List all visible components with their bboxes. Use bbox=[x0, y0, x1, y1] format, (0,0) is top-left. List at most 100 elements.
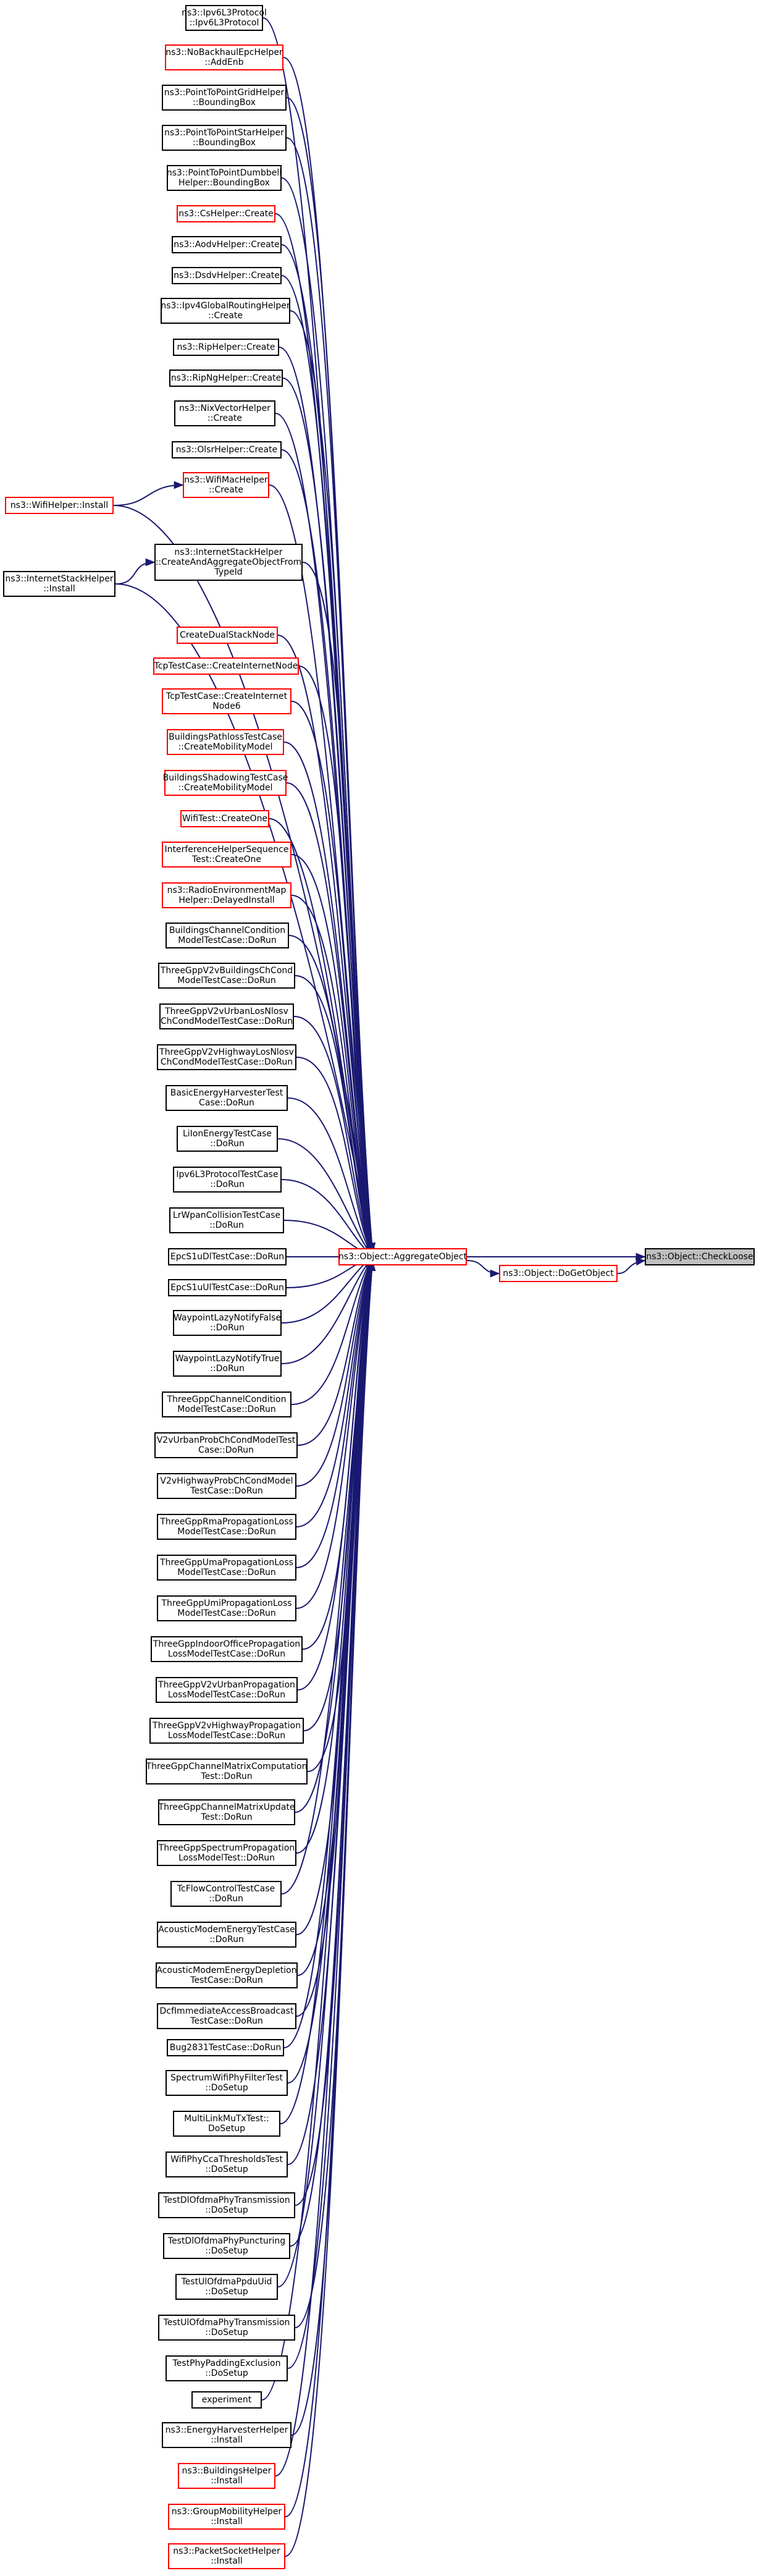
node-label-line: ModelTestCase::DoRun bbox=[177, 976, 276, 986]
node-label-line: EpcS1uUlTestCase::DoRun bbox=[170, 1283, 284, 1293]
edge-v2vurbanlos-to-aggregate bbox=[293, 1016, 373, 1256]
node-wplazytrue[interactable]: WaypointLazyNotifyTrue::DoRun bbox=[173, 1351, 282, 1377]
node-label-line: ThreeGppV2vHighwayLosNlosv bbox=[159, 1047, 294, 1057]
node-dlofdmatx[interactable]: TestDlOfdmaPhyTransmission::DoSetup bbox=[158, 2192, 295, 2218]
node-dsdv[interactable]: ns3::DsdvHelper::Create bbox=[172, 267, 282, 284]
node-label-line: ns3::WifiHelper::Install bbox=[10, 500, 109, 510]
node-label-line: WifiTest::CreateOne bbox=[182, 814, 268, 824]
node-aodv[interactable]: ns3::AodvHelper::Create bbox=[172, 236, 282, 253]
node-packetsocket[interactable]: ns3::PacketSocketHelper::Install bbox=[168, 2543, 285, 2569]
node-label-line: ns3::PacketSocketHelper bbox=[173, 2546, 280, 2556]
node-label-line: experiment bbox=[201, 2395, 252, 2405]
node-buildingshelper[interactable]: ns3::BuildingsHelper::Install bbox=[178, 2463, 275, 2489]
node-label-line: TcpTestCase::CreateInternet bbox=[166, 691, 288, 701]
node-internetstack-install[interactable]: ns3::InternetStackHelper::Install bbox=[3, 571, 115, 597]
node-bldpathloss[interactable]: BuildingsPathlossTestCase::CreateMobilit… bbox=[167, 729, 284, 755]
node-epcs1udl[interactable]: EpcS1uDlTestCase::DoRun bbox=[168, 1248, 287, 1265]
node-label-line: ::DoRun bbox=[209, 1220, 244, 1230]
node-wifihelper[interactable]: ns3::WifiHelper::Install bbox=[5, 497, 114, 514]
node-aggregate[interactable]: ns3::Object::AggregateObject bbox=[338, 1248, 467, 1265]
node-multilinkmutx[interactable]: MultiLinkMuTxTest::DoSetup bbox=[173, 2111, 280, 2137]
node-label-line: ::DoRun bbox=[210, 1180, 245, 1189]
node-ripng[interactable]: ns3::RipNgHelper::Create bbox=[169, 370, 283, 387]
node-label-line: V2vUrbanProbChCondModelTest bbox=[156, 1435, 296, 1445]
node-label-line: LossModelTestCase::DoRun bbox=[167, 1649, 286, 1659]
node-spectrumwifiphy[interactable]: SpectrumWifiPhyFilterTest::DoSetup bbox=[166, 2070, 288, 2096]
node-p2pstar[interactable]: ns3::PointToPointStarHelper::BoundingBox bbox=[162, 125, 287, 151]
node-label-line: ModelTestCase::DoRun bbox=[178, 935, 277, 945]
node-label-line: BuildingsPathlossTestCase bbox=[169, 732, 282, 742]
node-label-line: TestCase::DoRun bbox=[190, 1975, 263, 1985]
node-groupmobility[interactable]: ns3::GroupMobilityHelper::Install bbox=[168, 2504, 285, 2530]
node-csr[interactable]: ns3::CsHelper::Create bbox=[177, 205, 275, 222]
node-ipv6l3test[interactable]: Ipv6L3ProtocolTestCase::DoRun bbox=[173, 1167, 282, 1193]
node-ipv4global[interactable]: ns3::Ipv4GlobalRoutingHelper::Create bbox=[161, 298, 290, 324]
node-rip[interactable]: ns3::RipHelper::Create bbox=[173, 339, 279, 356]
node-label-line: ModelTestCase::DoRun bbox=[177, 1608, 276, 1618]
node-internetstack-create[interactable]: ns3::InternetStackHelper::CreateAndAggre… bbox=[154, 544, 303, 581]
node-lrwpan[interactable]: LrWpanCollisionTestCase::DoRun bbox=[169, 1207, 284, 1233]
edge-v2vbuildings-to-aggregate bbox=[295, 975, 374, 1255]
node-label-line: ::DoSetup bbox=[205, 2164, 248, 2174]
node-wifiphycca[interactable]: WifiPhyCcaThresholdsTest::DoSetup bbox=[166, 2152, 288, 2177]
node-tcflow[interactable]: TcFlowControlTestCase::DoRun bbox=[170, 1881, 282, 1907]
node-label-line: ::Install bbox=[211, 2556, 243, 2566]
edge-v2vhighwaylos-to-aggregate bbox=[296, 1057, 373, 1256]
node-label-line: TestUlOfdmaPhyTransmission bbox=[163, 2318, 290, 2328]
node-label-line: ns3::DsdvHelper::Create bbox=[174, 271, 280, 281]
node-label-line: ::DoRun bbox=[210, 1364, 245, 1374]
edge-ipv4global-to-aggregate bbox=[290, 310, 375, 1253]
node-wifimac[interactable]: ns3::WifiMacHelper::Create bbox=[183, 472, 269, 498]
node-experiment[interactable]: experiment bbox=[191, 2391, 262, 2409]
node-dlofdmapunct[interactable]: TestDlOfdmaPhyPuncturing::DoSetup bbox=[163, 2233, 290, 2259]
node-label-line: ThreeGppChannelMatrixComputation bbox=[146, 1762, 308, 1772]
node-acousticenergy[interactable]: AcousticModemEnergyTestCase::DoRun bbox=[157, 1922, 296, 1948]
node-ipv6l3[interactable]: ns3::Ipv6L3Protocol::Ipv6L3Protocol bbox=[182, 5, 267, 31]
edge-buildingshelper-to-aggregate bbox=[275, 1261, 376, 2477]
node-energyharvester[interactable]: ns3::EnergyHarvesterHelper::Install bbox=[162, 2422, 291, 2448]
node-bldshadowing[interactable]: BuildingsShadowingTestCase::CreateMobili… bbox=[163, 770, 288, 796]
edge-dogetobject-to-checkloose bbox=[617, 1257, 646, 1274]
node-dogetobject[interactable]: ns3::Object::DoGetObject bbox=[499, 1265, 618, 1282]
node-bug2831[interactable]: Bug2831TestCase::DoRun bbox=[167, 2039, 284, 2056]
node-olsr[interactable]: ns3::OlsrHelper::Create bbox=[172, 441, 282, 458]
node-wifitestcreateone[interactable]: WifiTest::CreateOne bbox=[180, 810, 269, 827]
node-tcpcreateinternet[interactable]: TcpTestCase::CreateInternetNode bbox=[153, 657, 299, 675]
node-phypadding[interactable]: TestPhyPaddingExclusion::DoSetup bbox=[166, 2355, 288, 2381]
node-createdualstack[interactable]: CreateDualStackNode bbox=[177, 627, 278, 644]
node-p2pgrid[interactable]: ns3::PointToPointGridHelper::BoundingBox bbox=[162, 85, 287, 111]
node-label-line: TestDlOfdmaPhyTransmission bbox=[163, 2195, 290, 2205]
node-liion[interactable]: LiIonEnergyTestCase::DoRun bbox=[177, 1126, 278, 1152]
node-label-line: Helper::BoundingBox bbox=[178, 178, 270, 188]
node-nixvector[interactable]: ns3::NixVectorHelper::Create bbox=[174, 400, 275, 426]
node-ulofdmappdu[interactable]: TestUlOfdmaPpduUid::DoSetup bbox=[175, 2274, 278, 2300]
node-nobackhaul[interactable]: ns3::NoBackhaulEpcHelper::AddEnb bbox=[165, 44, 283, 70]
node-wplazyfalse[interactable]: WaypointLazyNotifyFalse::DoRun bbox=[173, 1310, 282, 1336]
node-label-line: TestUlOfdmaPpduUid bbox=[181, 2277, 272, 2287]
node-epcs1uul[interactable]: EpcS1uUlTestCase::DoRun bbox=[168, 1279, 287, 1296]
node-ulofdmatx[interactable]: TestUlOfdmaPhyTransmission::DoSetup bbox=[158, 2315, 295, 2341]
